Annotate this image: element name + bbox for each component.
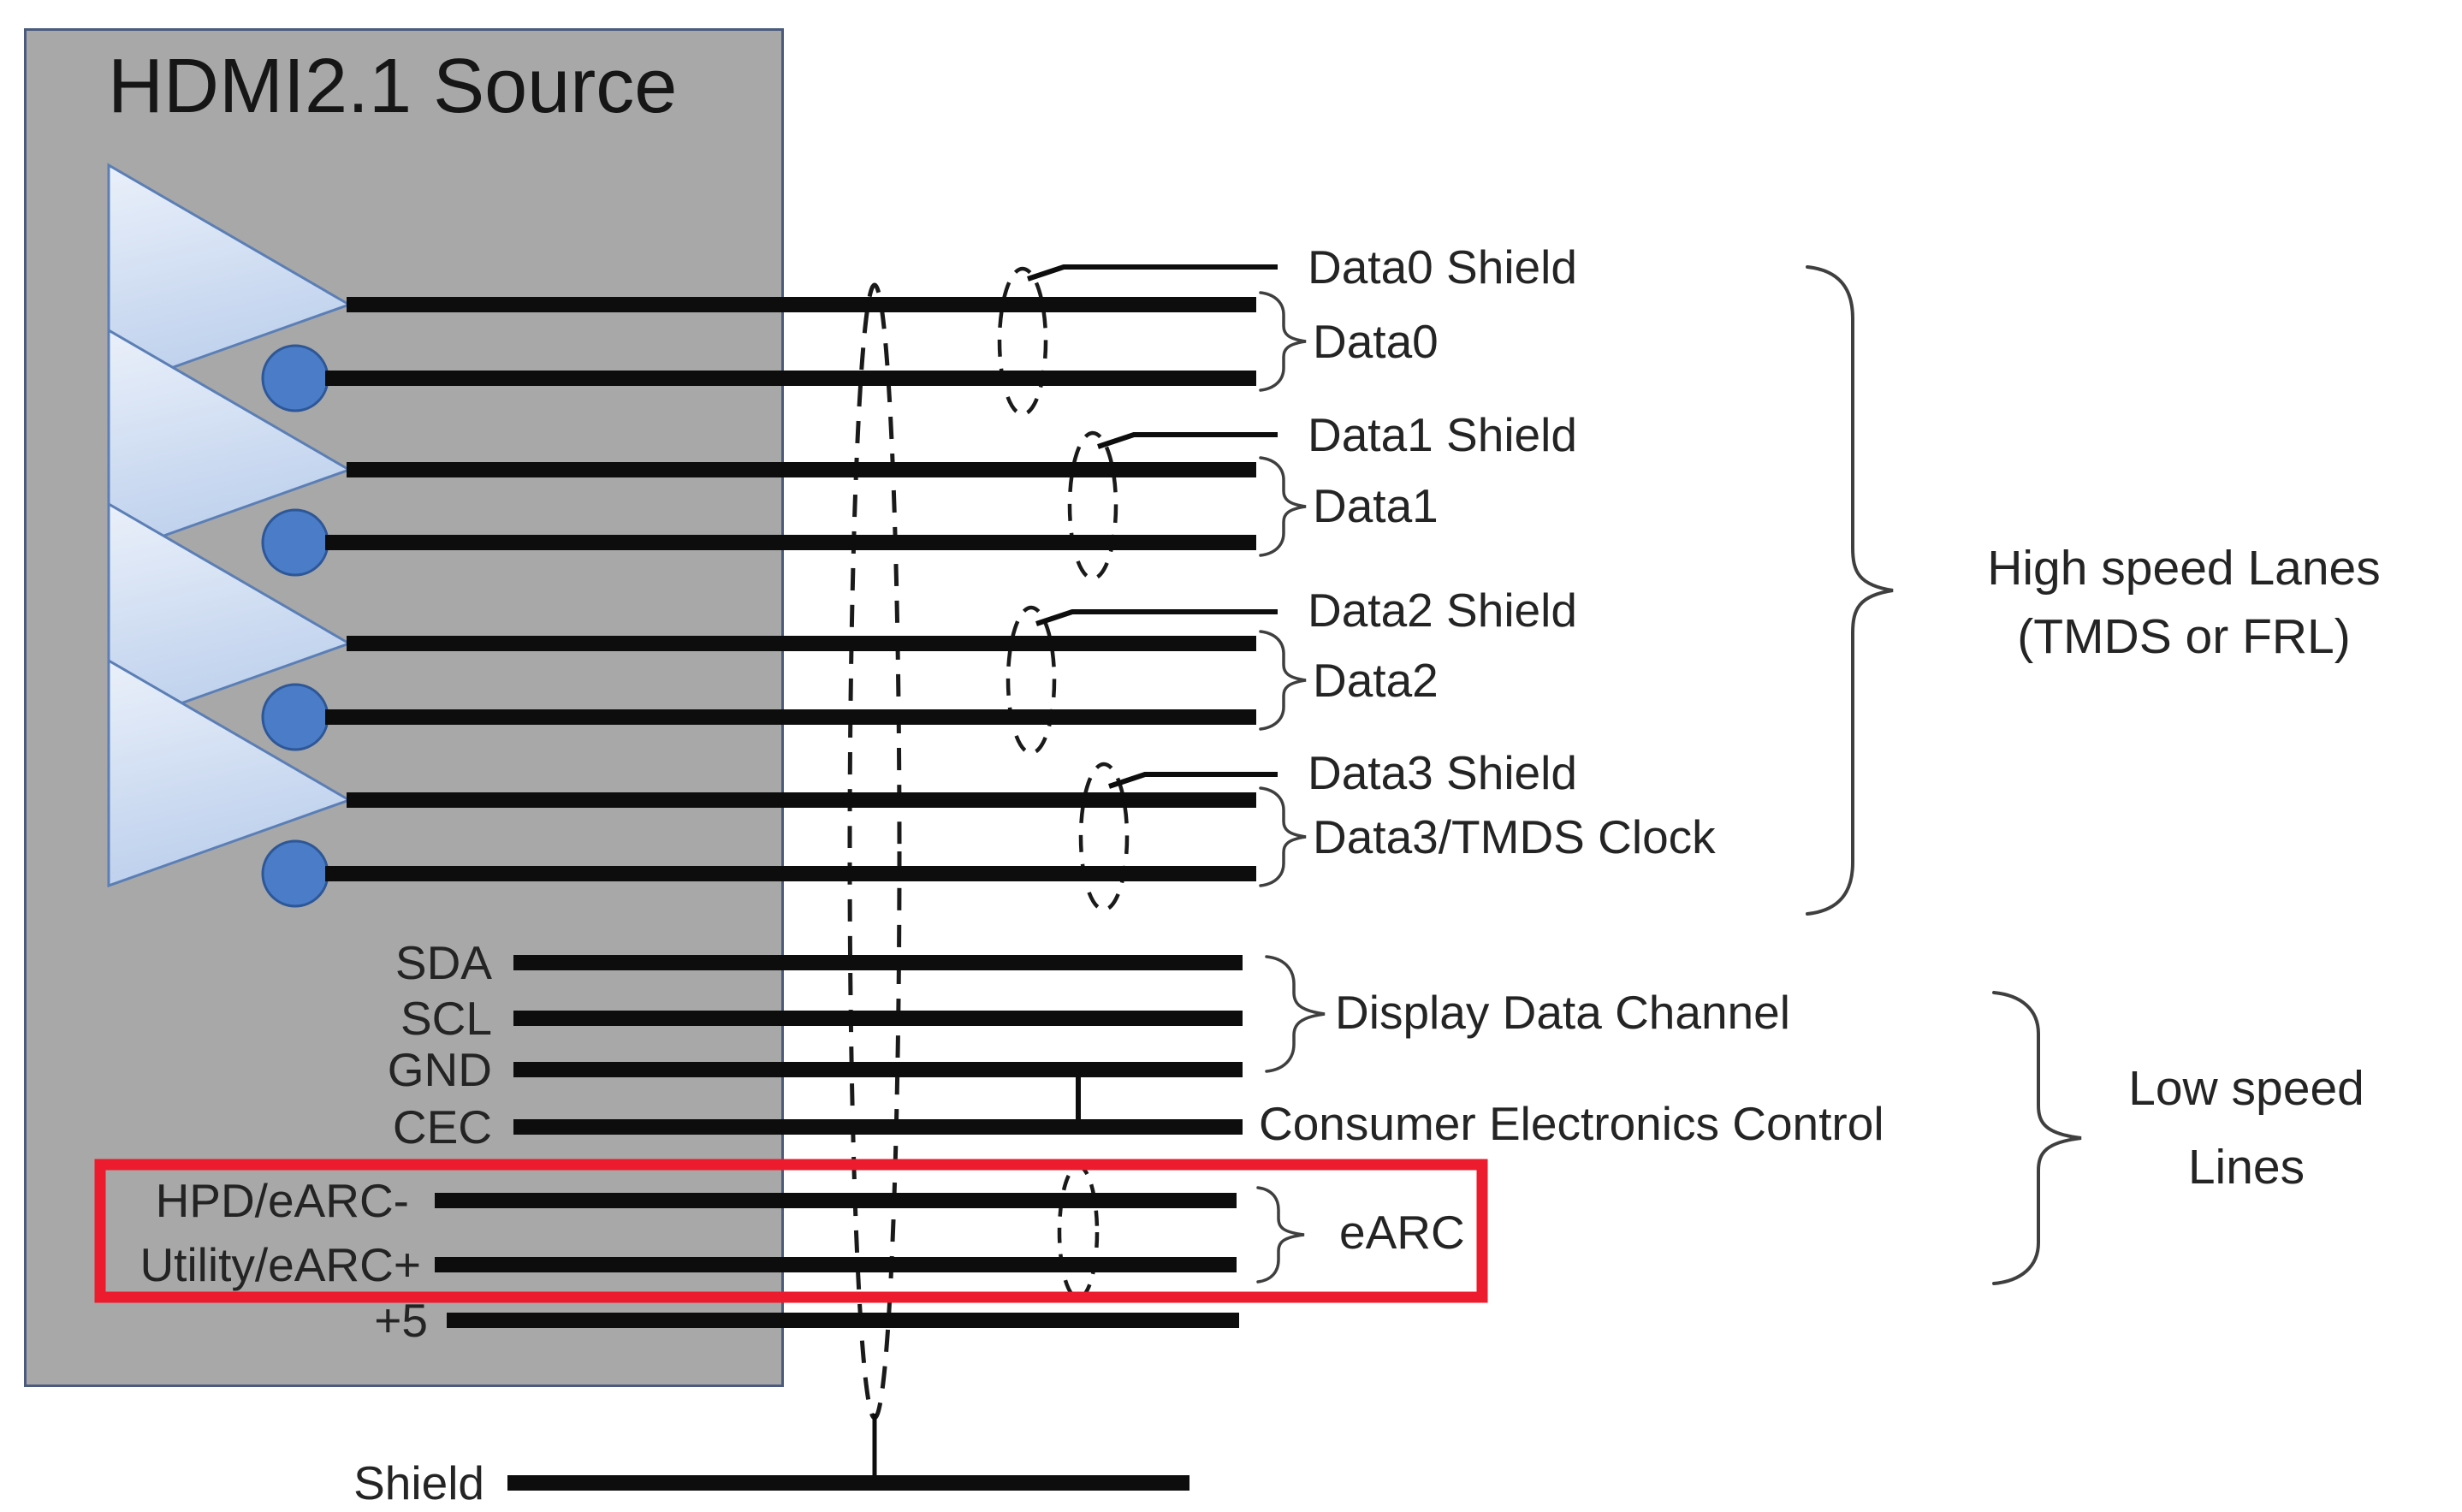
lane3-pair-label: Data3/TMDS Clock [1313, 810, 1716, 863]
wire-lane1-shield [1097, 432, 1278, 449]
pin-label-shield: Shield [353, 1456, 484, 1509]
buffer-triangle [107, 328, 353, 558]
wire-lane2-shield [1035, 609, 1278, 626]
cable-bundle-shield-ellipse [847, 282, 902, 1420]
twisted-pair-ellipse [1078, 762, 1130, 912]
pin-label-utility-earc: Utility/eARC+ [139, 1238, 421, 1291]
lane2-pair-label: Data2 [1313, 654, 1439, 707]
brace-lane0-pair [1259, 291, 1307, 392]
high-speed-group-label-line1: High speed Lanes [1987, 541, 2381, 596]
lane0-pair-label: Data0 [1313, 315, 1439, 368]
inverter-dot [261, 839, 329, 908]
lane1-pair-label: Data1 [1313, 479, 1439, 532]
lane0-shield-label: Data0 Shield [1308, 240, 1577, 294]
cec-annotation: Consumer Electronics Control [1259, 1097, 1884, 1150]
lane2-shield-label: Data2 Shield [1308, 584, 1577, 637]
lane1-shield-label: Data1 Shield [1308, 408, 1577, 461]
brace-lane3-pair [1259, 786, 1307, 887]
buffer-triangle [107, 658, 353, 888]
pin-label-gnd: GND [387, 1043, 492, 1096]
low-speed-group-label-line2: Lines [2187, 1140, 2305, 1195]
wire-lane0-shield [1027, 264, 1278, 282]
brace-earc [1256, 1186, 1305, 1284]
brace-lane1-pair [1259, 456, 1307, 557]
brace-ddc [1265, 955, 1326, 1073]
twisted-pair-ellipse [997, 266, 1048, 417]
inverter-dot [261, 344, 329, 412]
low-speed-group-label-line1: Low speed [2128, 1061, 2364, 1116]
earc-annotation: eARC [1339, 1206, 1465, 1259]
source-box-title: HDMI2.1 Source [108, 44, 678, 129]
twisted-pair-ellipse [1067, 430, 1118, 581]
brace-low-speed-group [1992, 991, 2082, 1285]
brace-lane2-pair [1259, 630, 1307, 731]
pin-label-sda: SDA [395, 936, 492, 989]
earc-highlight-box [94, 1159, 1488, 1303]
brace-high-speed-group [1806, 265, 1894, 916]
ddc-annotation: Display Data Channel [1335, 986, 1790, 1039]
inverter-dot [261, 508, 329, 577]
low-speed-group-label: Low speed Lines [2079, 1049, 2413, 1207]
earc-pair-ellipse [1057, 1164, 1100, 1301]
inverter-dot [261, 683, 329, 751]
pin-label-scl: SCL [400, 992, 492, 1045]
high-speed-group-label-line2: (TMDS or FRL) [2017, 609, 2351, 664]
pin-label-cec: CEC [392, 1100, 492, 1153]
pin-label-plus5: +5 [374, 1294, 428, 1347]
buffer-triangle [107, 163, 353, 393]
high-speed-group-label: High speed Lanes (TMDS or FRL) [1901, 534, 2462, 671]
lane3-shield-label: Data3 Shield [1308, 746, 1577, 799]
wire-lane3-shield [1108, 772, 1278, 789]
pin-label-hpd-earc: HPD/eARC- [155, 1174, 409, 1227]
buffer-triangle [107, 501, 353, 732]
twisted-pair-ellipse [1006, 605, 1057, 756]
